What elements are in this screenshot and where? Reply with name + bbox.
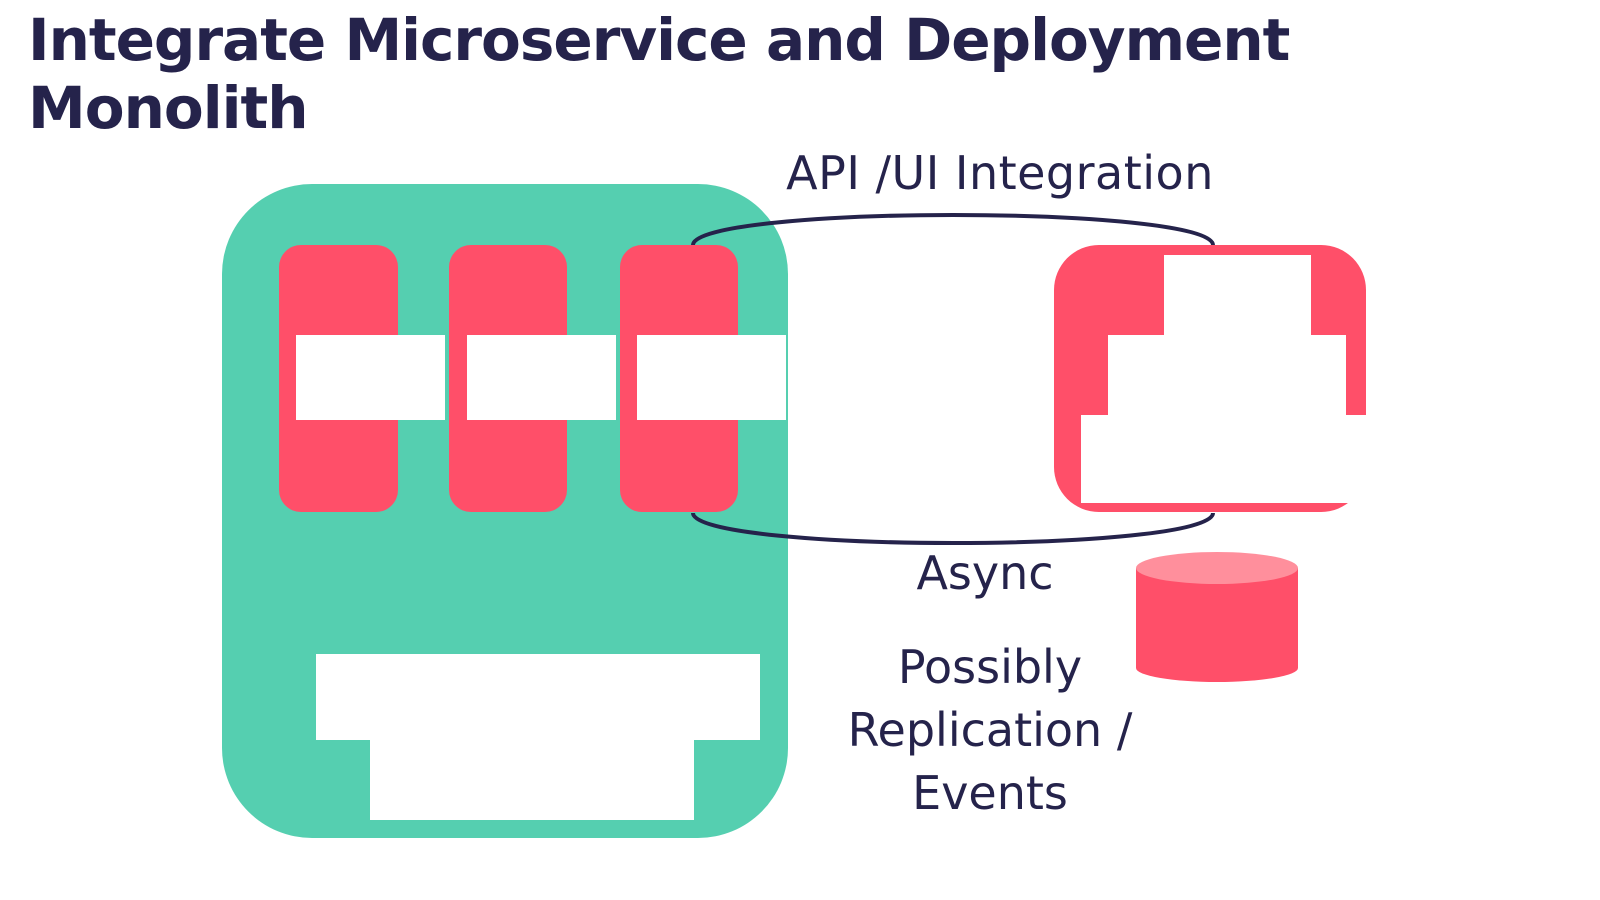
monolith-module-1 xyxy=(279,245,445,512)
slide-title: Integrate Microservice and Deployment Mo… xyxy=(28,6,1290,142)
slide-title-line-1: Integrate Microservice and Deployment xyxy=(28,6,1290,74)
replication-events-line-3: Events xyxy=(912,766,1068,820)
microservice-ui-panel xyxy=(1081,255,1370,503)
module-2-ui-panel xyxy=(467,335,616,420)
module-3-ui-panel xyxy=(637,335,786,420)
database-cylinder-top xyxy=(1136,552,1298,584)
async-label: Async xyxy=(916,546,1054,600)
replication-events-line-2: Replication / xyxy=(847,703,1133,757)
database-cylinder-icon xyxy=(1136,552,1298,682)
replication-events-line-1: Possibly xyxy=(897,640,1083,694)
api-ui-integration-label: API /UI Integration xyxy=(786,146,1214,200)
integration-ellipse-bottom xyxy=(691,512,1215,546)
integration-ellipse xyxy=(691,212,1215,246)
monolith-database-panel xyxy=(316,654,760,820)
monolith-module-3 xyxy=(620,245,786,512)
microservice xyxy=(1054,245,1370,512)
replication-events-label: Possibly Replication / Events xyxy=(800,636,1180,825)
database-cylinder-body xyxy=(1136,568,1298,682)
monolith-module-2 xyxy=(449,245,616,512)
deployment-monolith xyxy=(222,184,788,838)
module-1-ui-panel xyxy=(296,335,445,420)
slide-title-line-2: Monolith xyxy=(28,74,308,142)
